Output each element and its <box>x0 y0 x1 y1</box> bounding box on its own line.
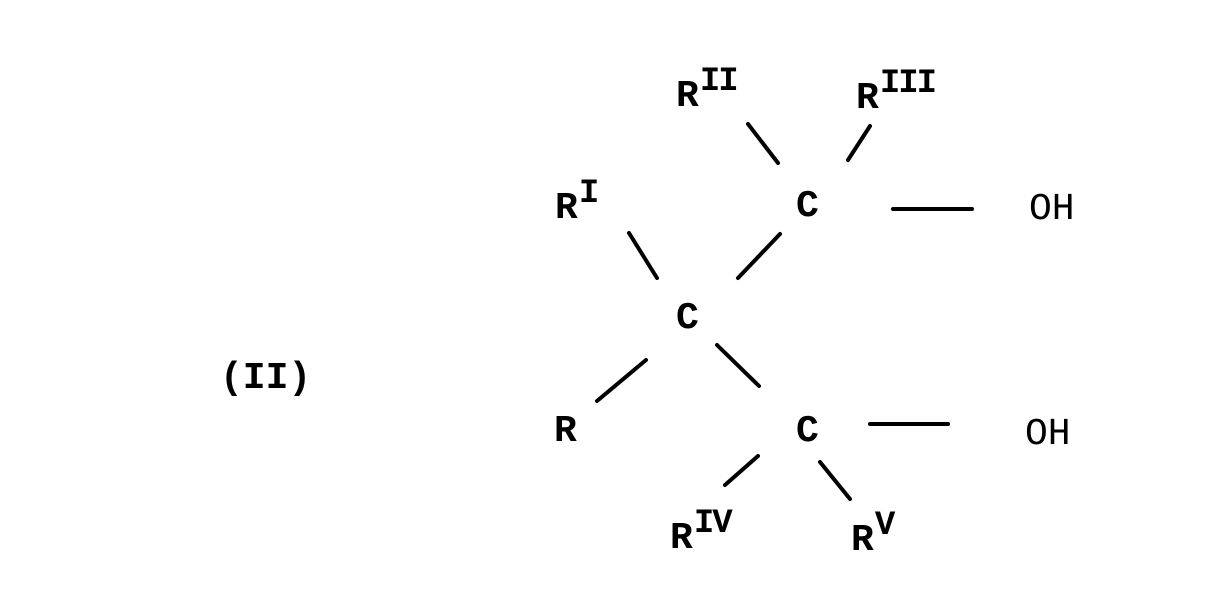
r4-base: R <box>670 517 693 560</box>
r3-superscript: III <box>879 65 937 103</box>
atom-c-middle: C <box>676 297 699 340</box>
bond-c-bottom-r5 <box>818 460 852 501</box>
r1-base: R <box>555 187 578 230</box>
r2-base: R <box>676 75 699 118</box>
r-base: R <box>554 410 577 453</box>
hydroxyl-top: OH <box>1029 188 1075 231</box>
bond-r2-c-top <box>746 122 780 165</box>
atom-c-bottom: C <box>796 410 819 453</box>
substituent-r5: RV <box>851 509 895 562</box>
bond-c-middle-c-bottom <box>715 343 761 388</box>
atom-c-top: C <box>796 185 819 228</box>
substituent-r2: RII <box>676 65 739 118</box>
substituent-r1: RI <box>555 177 599 230</box>
r5-superscript: V <box>874 507 895 545</box>
hydroxyl-bottom: OH <box>1025 413 1071 456</box>
bond-c-bottom-r4 <box>723 454 760 487</box>
r1-superscript: I <box>578 175 599 213</box>
substituent-r3: RIII <box>856 67 937 120</box>
r3-base: R <box>856 77 879 120</box>
r2-superscript: II <box>699 63 739 101</box>
bond-r1-c-middle <box>627 231 659 280</box>
bond-r3-c-top <box>846 124 872 162</box>
r5-base: R <box>851 519 874 562</box>
bond-c-top-c-middle <box>736 232 782 280</box>
r4-superscript: IV <box>693 505 733 543</box>
formula-label: (II) <box>220 357 312 400</box>
bond-r-c-middle <box>595 358 648 403</box>
substituent-r: R <box>554 413 577 451</box>
substituent-r4: RIV <box>670 507 733 560</box>
